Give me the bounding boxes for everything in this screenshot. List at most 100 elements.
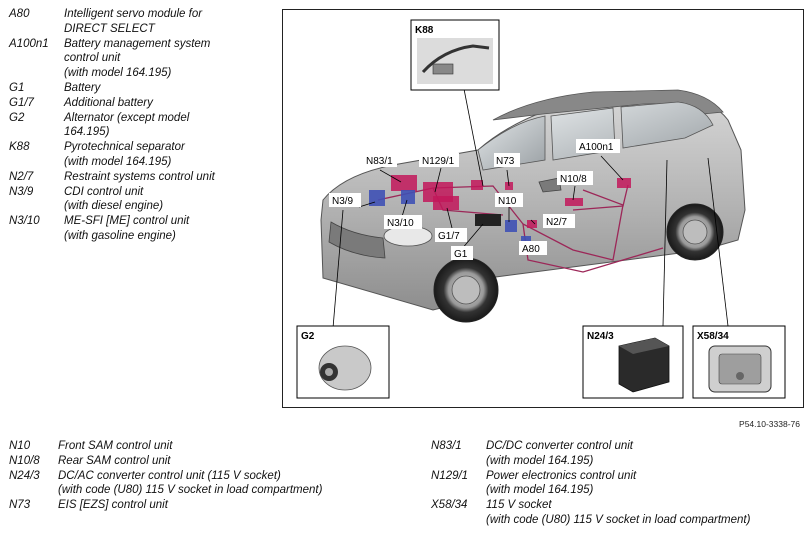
component-n10-8 [565, 198, 583, 206]
callout-n3-9: N3/9 [332, 196, 354, 207]
callout-a80: A80 [522, 244, 540, 255]
legend-description: EIS [EZS] control unit [58, 499, 168, 512]
legend-entry: N10/8 Rear SAM control unit [9, 454, 409, 469]
callout-n2-7: N2/7 [546, 217, 568, 228]
legend-description: (with model 164.195) [64, 155, 172, 168]
callout-n129-1: N129/1 [422, 156, 455, 167]
legend-entry: G1/7 Additional battery [9, 96, 279, 111]
legend-description: DC/DC converter control unit [486, 440, 633, 452]
legend-description: Front SAM control unit [58, 440, 173, 452]
callout-g1: G1 [454, 249, 468, 260]
rear-wheel-hub [682, 219, 708, 245]
legend-description: Intelligent servo module for [64, 8, 203, 20]
callout-n3-10: N3/10 [387, 218, 414, 229]
callout-n10: N10 [498, 196, 517, 207]
legend-description: DC/AC converter control unit (115 V sock… [58, 469, 281, 482]
legend-description: Power electronics control unit [486, 469, 637, 482]
legend-description: Battery [64, 81, 101, 94]
legend-code: G1/7 [9, 96, 34, 109]
legend-description: ME-SFI [ME] control unit [64, 215, 190, 228]
grille [328, 221, 386, 259]
callout-n73: N73 [496, 156, 515, 167]
legend-description: Alternator (except model [64, 111, 190, 124]
legend-description: (with model 164.195) [486, 484, 594, 497]
component-g1-7 [433, 196, 459, 210]
legend-entry: A100n1 Battery management system control u… [9, 37, 279, 81]
legend-entry: G2 Alternator (except model 164.195) [9, 111, 279, 141]
component-n3-9 [369, 190, 385, 206]
inset-n24-3: N24/3 [582, 325, 684, 399]
callout-a100n1: A100n1 [579, 142, 614, 153]
legend-entry: N3/9 CDI control unit (with diesel engine) [9, 185, 279, 215]
legend-code: A100n1 [9, 37, 49, 50]
legend-code: G2 [9, 111, 25, 124]
callout-labels: N83/1 N129/1 N73 A100n1 N10/8 N3/9 N3/10… [329, 139, 620, 260]
legend-code: A80 [9, 8, 30, 20]
legend-bottom-right: N83/1 DC/DC converter control unit (with m… [431, 439, 801, 528]
legend-entry: N3/10 ME-SFI [ME] control unit(with gasol… [9, 214, 279, 244]
legend-description: (with code (U80) 115 V socket in load co… [486, 513, 751, 526]
legend-code: N24/3 [9, 469, 40, 482]
legend-description: Additional battery [64, 96, 153, 109]
component-n10 [505, 220, 517, 232]
inset-k88: K88 [410, 19, 500, 91]
legend-code: N2/7 [9, 170, 34, 183]
legend-entry: N73 EIS [EZS] control unit [9, 498, 409, 513]
legend-description: Restraint systems control unit [64, 170, 215, 183]
legend-code: N3/9 [9, 185, 34, 198]
legend-code: N129/1 [431, 469, 469, 482]
diagram-frame: N83/1 N129/1 N73 A100n1 N10/8 N3/9 N3/10… [282, 9, 804, 408]
legend-entry: X58/34 115 V socket(with code (U80) 115 V… [431, 498, 801, 528]
legend-code: N73 [9, 499, 31, 512]
component-a100n1 [617, 178, 631, 188]
legend-code: K88 [9, 141, 30, 154]
legend-description: 115 V socket [486, 499, 552, 512]
legend-code: N10/8 [9, 454, 40, 467]
inset-title-g2: G2 [301, 331, 315, 342]
callout-g1-7: G1/7 [438, 231, 460, 242]
inset-x58-34: X58/34 [692, 325, 786, 399]
legend-description: Rear SAM control unit [58, 454, 171, 467]
legend-description: (with diesel engine) [64, 200, 164, 213]
legend-entry: N129/1 Power electronics control unit (wi… [431, 469, 801, 499]
legend-description: Pyrotechnical separator [64, 141, 185, 154]
component-k88 [471, 180, 483, 190]
inset-title-x58-34: X58/34 [697, 331, 729, 342]
legend-description: DIRECT SELECT [64, 22, 155, 35]
side-mirror [538, 177, 562, 193]
legend-entry: N10 Front SAM control unit [9, 439, 409, 454]
component-n3-10 [401, 190, 415, 204]
legend-code: N83/1 [431, 440, 462, 452]
legend-code: N3/10 [9, 215, 40, 228]
legend-entry: N24/3 DC/AC converter control unit (115 V… [9, 469, 409, 499]
legend-description: 164.195) [64, 126, 110, 139]
callout-n10-8: N10/8 [560, 174, 587, 185]
vehicle-diagram: N83/1 N129/1 N73 A100n1 N10/8 N3/9 N3/10… [296, 19, 786, 399]
component-n2-7 [527, 220, 537, 228]
legend-description: (with model 164.195) [64, 67, 172, 80]
component-n83-1 [391, 175, 417, 191]
legend-description: (with gasoline engine) [64, 229, 176, 242]
legend-description: Battery management system [64, 37, 211, 50]
legend-entry: G1 Battery [9, 81, 279, 96]
legend-description: CDI control unit [64, 185, 144, 198]
inset-g2: G2 [296, 325, 390, 399]
component-g1 [475, 214, 501, 226]
legend-code: X58/34 [431, 499, 468, 512]
legend-description: control unit [64, 52, 121, 65]
legend-description: (with code (U80) 115 V socket in load co… [58, 484, 323, 497]
front-wheel-hub [451, 275, 481, 305]
legend-code: G1 [9, 81, 25, 94]
legend-entry: K88 Pyrotechnical separator(with model 16… [9, 140, 279, 170]
legend-entry: N2/7 Restraint systems control unit [9, 170, 279, 185]
inset-title-n24-3: N24/3 [587, 331, 614, 342]
legend-entry: N83/1 DC/DC converter control unit (with m… [431, 439, 801, 469]
legend-description: (with model 164.195) [486, 454, 594, 467]
legend-code: N10 [9, 440, 31, 452]
inset-title-k88: K88 [415, 25, 434, 36]
reference-code: P54.10-3338-76 [739, 419, 800, 429]
callout-n83-1: N83/1 [366, 156, 393, 167]
